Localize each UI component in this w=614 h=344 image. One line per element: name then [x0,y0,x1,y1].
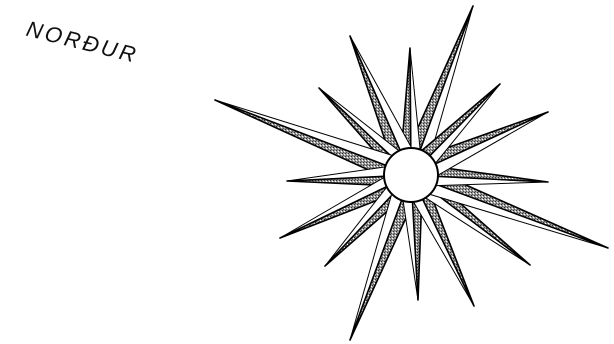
compass-ray-light [410,48,421,157]
compass-center-circle [384,148,438,202]
